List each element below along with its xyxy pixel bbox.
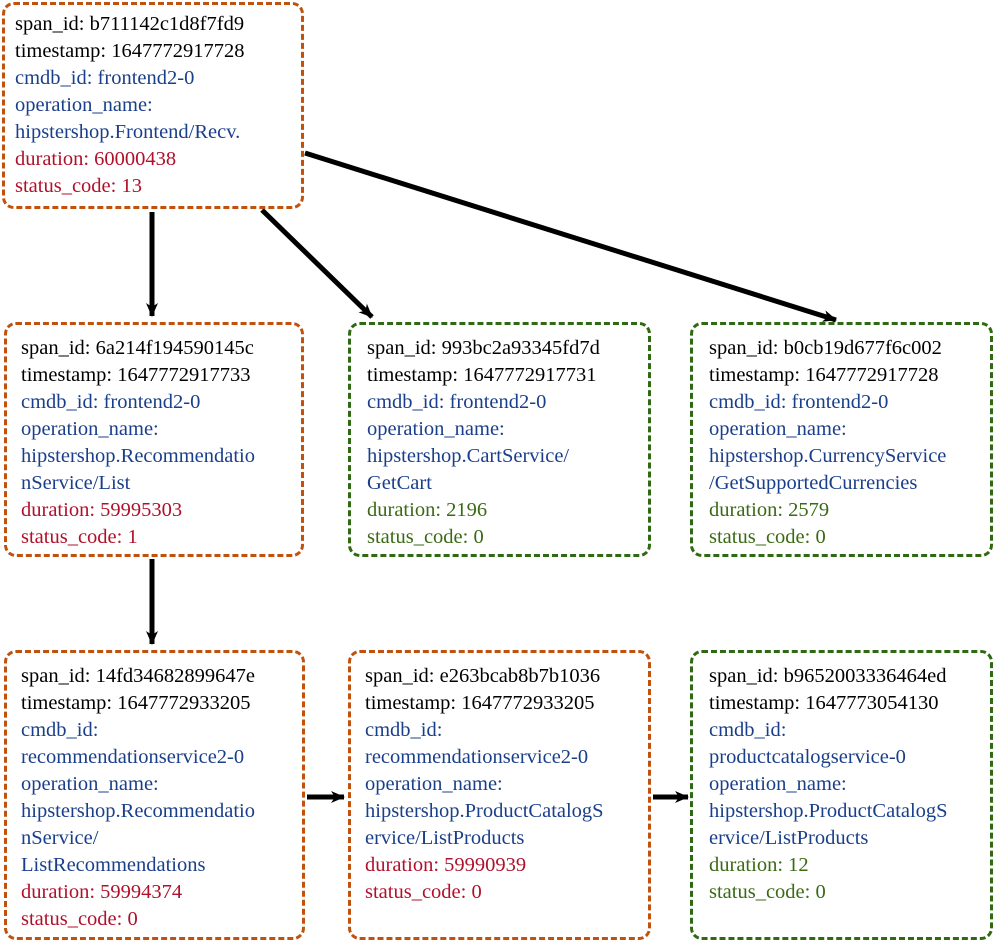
duration: duration: 60000438 <box>15 148 177 170</box>
edge-root-to-cart-getcart <box>260 208 374 319</box>
span-node-recommendation-list: span_id: 6a214f194590145c timestamp: 164… <box>4 322 304 557</box>
operation-name-value-3: ListRecommendations <box>21 854 206 876</box>
span-node-cart-getcart: span_id: 993bc2a93345fd7d timestamp: 164… <box>348 322 651 557</box>
operation-name-value-2: /GetSupportedCurrencies <box>709 472 918 494</box>
duration: duration: 59994374 <box>21 881 183 903</box>
status-code: status_code: 1 <box>21 526 138 548</box>
cmdb-id: cmdb_id: frontend2-0 <box>367 391 547 413</box>
span-node-productcatalog-list-1: span_id: e263bcab8b7b1036 timestamp: 164… <box>348 650 651 940</box>
operation-name-value-2: nService/ <box>21 827 99 849</box>
duration: duration: 2579 <box>709 499 830 521</box>
status-code: status_code: 13 <box>15 175 142 197</box>
timestamp: timestamp: 1647772917733 <box>21 364 251 386</box>
cmdb-id-value: recommendationservice2-0 <box>21 746 245 768</box>
duration: duration: 12 <box>709 854 809 876</box>
operation-name-label: operation_name: <box>21 773 159 795</box>
span-id: span_id: b0cb19d677f6c002 <box>709 337 942 359</box>
span-node-currency-supported: span_id: b0cb19d677f6c002 timestamp: 164… <box>690 322 993 557</box>
span-id: span_id: e263bcab8b7b1036 <box>365 665 601 687</box>
operation-name-value-2: GetCart <box>367 472 432 494</box>
operation-name-value-2: ervice/ListProducts <box>709 827 869 849</box>
timestamp: timestamp: 1647772933205 <box>365 692 595 714</box>
timestamp: timestamp: 1647772917731 <box>367 364 597 386</box>
timestamp: timestamp: 1647772917728 <box>15 40 245 62</box>
operation-name-value-2: ervice/ListProducts <box>365 827 525 849</box>
span-id: span_id: b711142c1d8f7fd9 <box>15 13 245 35</box>
cmdb-id-label: cmdb_id: <box>365 719 443 741</box>
operation-name-value: hipstershop.Frontend/Recv. <box>15 121 241 143</box>
operation-name-label: operation_name: <box>365 773 503 795</box>
duration: duration: 2196 <box>367 499 488 521</box>
timestamp: timestamp: 1647772933205 <box>21 692 251 714</box>
timestamp: timestamp: 1647773054130 <box>709 692 939 714</box>
edge-root-to-currency-supported <box>304 150 837 323</box>
operation-name-value-1: hipstershop.ProductCatalogS <box>365 800 604 822</box>
status-code: status_code: 0 <box>709 881 826 903</box>
status-code: status_code: 0 <box>709 526 826 548</box>
operation-name-value-1: hipstershop.Recommendatio <box>21 445 255 467</box>
cmdb-id: cmdb_id: frontend2-0 <box>709 391 889 413</box>
duration: duration: 59990939 <box>365 854 527 876</box>
cmdb-id: cmdb_id: frontend2-0 <box>15 67 195 89</box>
span-node-productcatalog-list-2: span_id: b9652003336464ed timestamp: 164… <box>690 650 993 940</box>
operation-name-label: operation_name: <box>709 773 847 795</box>
status-code: status_code: 0 <box>21 908 138 930</box>
operation-name-label: operation_name: <box>21 418 159 440</box>
cmdb-id-label: cmdb_id: <box>709 719 787 741</box>
status-code: status_code: 0 <box>365 881 482 903</box>
cmdb-id: cmdb_id: frontend2-0 <box>21 391 201 413</box>
operation-name-label: operation_name: <box>367 418 505 440</box>
operation-name-value-1: hipstershop.CurrencyService <box>709 445 947 467</box>
operation-name-value-1: hipstershop.Recommendatio <box>21 800 255 822</box>
span-id: span_id: 993bc2a93345fd7d <box>367 337 600 359</box>
cmdb-id-value: recommendationservice2-0 <box>365 746 589 768</box>
span-id: span_id: 14fd34682899647e <box>21 665 256 687</box>
cmdb-id-value: productcatalogservice-0 <box>709 746 906 768</box>
span-id: span_id: b9652003336464ed <box>709 665 947 687</box>
operation-name-value-1: hipstershop.ProductCatalogS <box>709 800 948 822</box>
cmdb-id-label: cmdb_id: <box>21 719 99 741</box>
operation-name-label: operation_name: <box>15 94 153 116</box>
span-id: span_id: 6a214f194590145c <box>21 337 254 359</box>
timestamp: timestamp: 1647772917728 <box>709 364 939 386</box>
span-node-list-recommendations: span_id: 14fd34682899647e timestamp: 164… <box>4 650 305 940</box>
operation-name-value-1: hipstershop.CartService/ <box>367 445 570 467</box>
operation-name-label: operation_name: <box>709 418 847 440</box>
duration: duration: 59995303 <box>21 499 183 521</box>
operation-name-value-2: nService/List <box>21 472 131 494</box>
span-node-root: span_id: b711142c1d8f7fd9 timestamp: 164… <box>2 2 304 209</box>
status-code: status_code: 0 <box>367 526 484 548</box>
